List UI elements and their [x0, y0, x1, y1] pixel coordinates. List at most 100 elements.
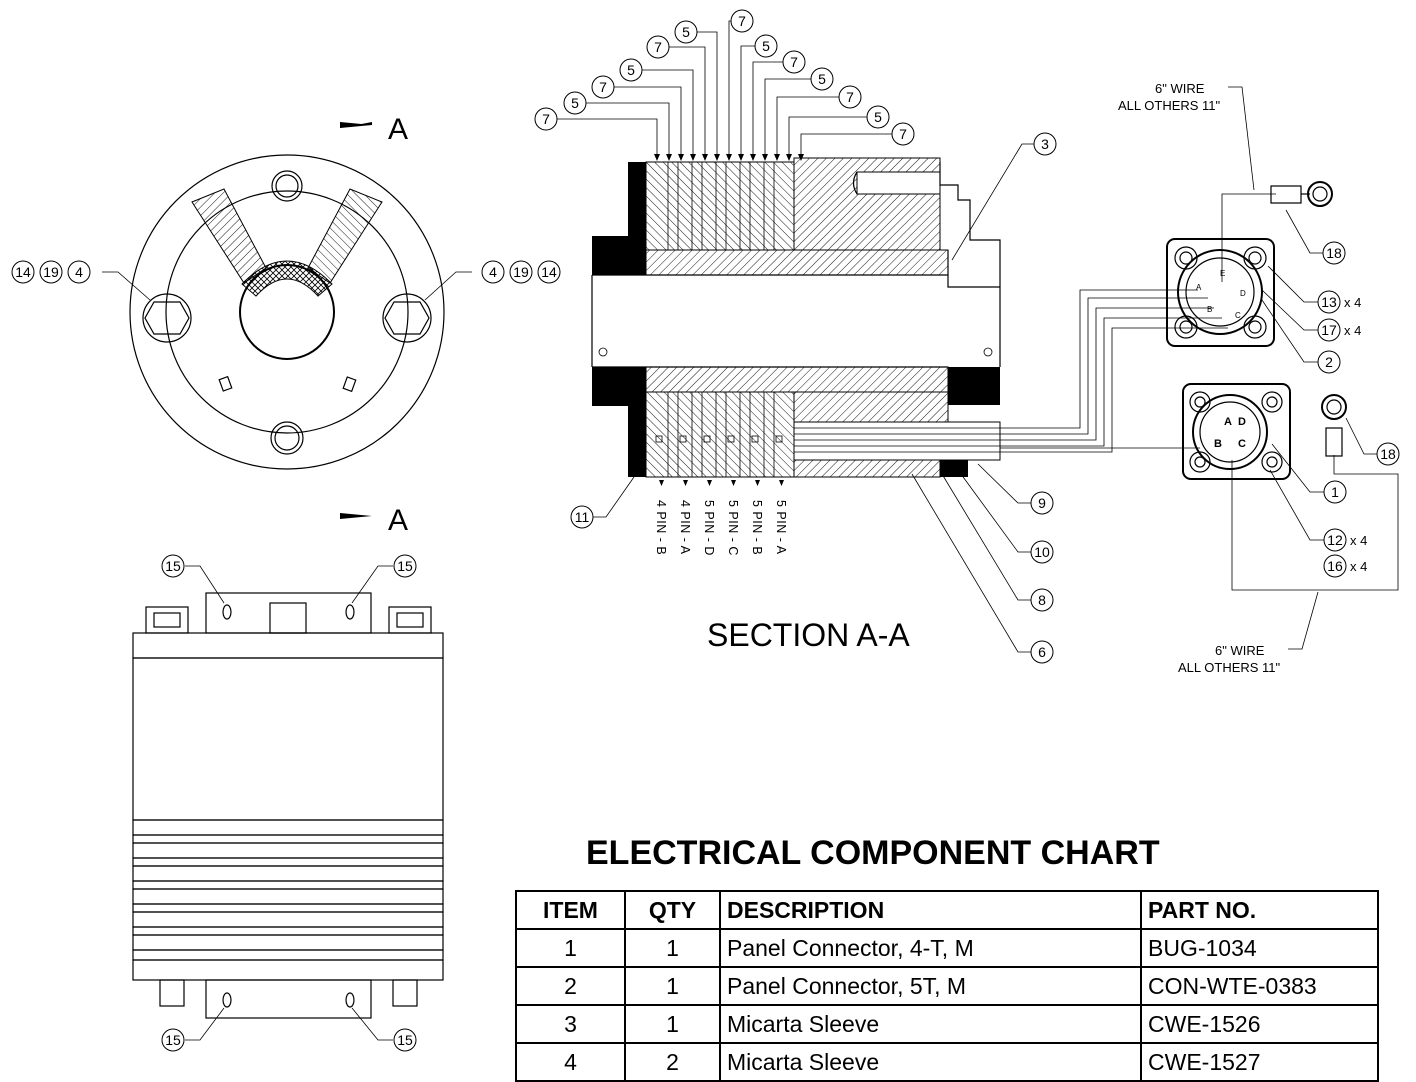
- header-description: DESCRIPTION: [719, 890, 1142, 930]
- svg-text:1: 1: [1331, 484, 1339, 500]
- svg-text:C: C: [1235, 311, 1241, 320]
- svg-text:B: B: [1207, 305, 1212, 314]
- svg-text:C: C: [1238, 438, 1246, 450]
- svg-text:5 PIN - D: 5 PIN - D: [702, 500, 716, 556]
- cell-item: 4: [515, 1042, 626, 1082]
- wire-notes: 6" WIRE ALL OTHERS 11" 6" WIRE ALL OTHER…: [1118, 81, 1319, 675]
- ring-terminal-top: [1270, 181, 1333, 207]
- table-row: 1 1 Panel Connector, 4-T, M BUG-1034: [515, 928, 1379, 968]
- ring-balloons: 7 5 7 5 7 5 7 5 7 5 7 5 7: [534, 9, 915, 161]
- chart-title: ELECTRICAL COMPONENT CHART: [586, 834, 1160, 872]
- svg-text:17: 17: [1321, 322, 1337, 338]
- cell-description: Panel Connector, 4-T, M: [719, 928, 1142, 968]
- svg-text:5: 5: [682, 24, 690, 40]
- cell-qty: 1: [624, 966, 721, 1006]
- svg-text:E: E: [1220, 269, 1225, 278]
- svg-text:18: 18: [1326, 245, 1342, 261]
- svg-text:19: 19: [43, 264, 59, 280]
- table-row: 3 1 Micarta Sleeve CWE-1526: [515, 1004, 1379, 1044]
- svg-text:2: 2: [1325, 354, 1333, 370]
- svg-text:7: 7: [542, 111, 550, 127]
- cell-part-no: CWE-1527: [1140, 1042, 1379, 1082]
- svg-text:7: 7: [654, 39, 662, 55]
- section-callouts: 3 18 13 x 4 17 x 4 2 18 1 12 x 4 16 x 4 …: [570, 132, 1400, 664]
- connector-5-pin: A E B D C: [1166, 238, 1275, 347]
- svg-text:9: 9: [1038, 495, 1046, 511]
- cell-description: Micarta Sleeve: [719, 1004, 1142, 1044]
- svg-text:4 PIN - B: 4 PIN - B: [654, 500, 668, 555]
- svg-text:8: 8: [1038, 592, 1046, 608]
- cell-description: Panel Connector, 5T, M: [719, 966, 1142, 1006]
- cell-item: 1: [515, 928, 626, 968]
- svg-text:16: 16: [1327, 558, 1343, 574]
- cell-part-no: CON-WTE-0383: [1140, 966, 1379, 1006]
- svg-text:5 PIN - C: 5 PIN - C: [726, 500, 740, 556]
- cell-qty: 1: [624, 928, 721, 968]
- svg-text:15: 15: [165, 1032, 181, 1048]
- section-view: SECTION A-A: [591, 157, 1001, 653]
- svg-text:A: A: [1196, 283, 1202, 292]
- svg-text:7: 7: [899, 126, 907, 142]
- svg-text:5 PIN - B: 5 PIN - B: [750, 500, 764, 555]
- svg-text:5: 5: [762, 38, 770, 54]
- cell-description: Micarta Sleeve: [719, 1042, 1142, 1082]
- table-row: 4 2 Micarta Sleeve CWE-1527: [515, 1042, 1379, 1082]
- header-item: ITEM: [515, 890, 626, 930]
- svg-text:4: 4: [75, 264, 83, 280]
- cell-qty: 1: [624, 1004, 721, 1044]
- section-title: SECTION A-A: [707, 617, 910, 653]
- side-view: 15 15 15 15: [132, 554, 444, 1052]
- svg-text:15: 15: [397, 1032, 413, 1048]
- svg-text:ALL OTHERS 11": ALL OTHERS 11": [1178, 660, 1281, 675]
- wires: [1000, 193, 1399, 591]
- svg-text:D: D: [1238, 416, 1246, 428]
- svg-text:6: 6: [1038, 644, 1046, 660]
- svg-text:5: 5: [874, 109, 882, 125]
- svg-text:7: 7: [790, 54, 798, 70]
- svg-text:4: 4: [489, 264, 497, 280]
- svg-text:6" WIRE: 6" WIRE: [1155, 81, 1205, 96]
- svg-text:18: 18: [1380, 446, 1396, 462]
- svg-text:12: 12: [1327, 532, 1343, 548]
- svg-text:4 PIN - A: 4 PIN - A: [678, 500, 692, 555]
- header-part-no: PART NO.: [1140, 890, 1379, 930]
- header-qty: QTY: [624, 890, 721, 930]
- svg-text:D: D: [1240, 289, 1246, 298]
- table-row: 2 1 Panel Connector, 5T, M CON-WTE-0383: [515, 966, 1379, 1006]
- svg-text:13: 13: [1321, 294, 1337, 310]
- connector-4-pin: A D B C: [1182, 383, 1291, 480]
- svg-text:x 4: x 4: [1350, 533, 1367, 548]
- section-marker-bottom: A: [388, 504, 408, 537]
- table-header-row: ITEM QTY DESCRIPTION PART NO.: [515, 890, 1379, 930]
- svg-text:5: 5: [627, 62, 635, 78]
- svg-text:ALL OTHERS 11": ALL OTHERS 11": [1118, 98, 1221, 113]
- cell-part-no: CWE-1526: [1140, 1004, 1379, 1044]
- svg-text:10: 10: [1034, 544, 1050, 560]
- pin-labels: 4 PIN - B 4 PIN - A 5 PIN - D 5 PIN - C …: [654, 480, 788, 556]
- svg-text:3: 3: [1041, 136, 1049, 152]
- svg-text:x 4: x 4: [1344, 323, 1361, 338]
- section-marker-top: A: [388, 113, 408, 146]
- svg-text:x 4: x 4: [1350, 559, 1367, 574]
- front-view-balloons: 14 19 4 4 19 14: [11, 260, 561, 284]
- ring-terminal-bottom: [1321, 394, 1347, 457]
- front-view: A A: [102, 113, 472, 537]
- svg-text:6" WIRE: 6" WIRE: [1215, 643, 1265, 658]
- svg-text:7: 7: [846, 89, 854, 105]
- svg-text:14: 14: [15, 264, 31, 280]
- cell-part-no: BUG-1034: [1140, 928, 1379, 968]
- svg-text:11: 11: [575, 509, 590, 525]
- svg-text:B: B: [1214, 438, 1222, 450]
- svg-text:15: 15: [397, 558, 413, 574]
- svg-text:14: 14: [541, 264, 557, 280]
- svg-text:A: A: [1224, 416, 1232, 428]
- svg-text:7: 7: [599, 79, 607, 95]
- svg-text:5: 5: [818, 71, 826, 87]
- svg-text:7: 7: [738, 13, 746, 29]
- cell-qty: 2: [624, 1042, 721, 1082]
- svg-text:19: 19: [513, 264, 529, 280]
- cell-item: 3: [515, 1004, 626, 1044]
- svg-text:5 PIN - A: 5 PIN - A: [774, 500, 788, 555]
- component-table: ITEM QTY DESCRIPTION PART NO. 1 1 Panel …: [515, 890, 1379, 1082]
